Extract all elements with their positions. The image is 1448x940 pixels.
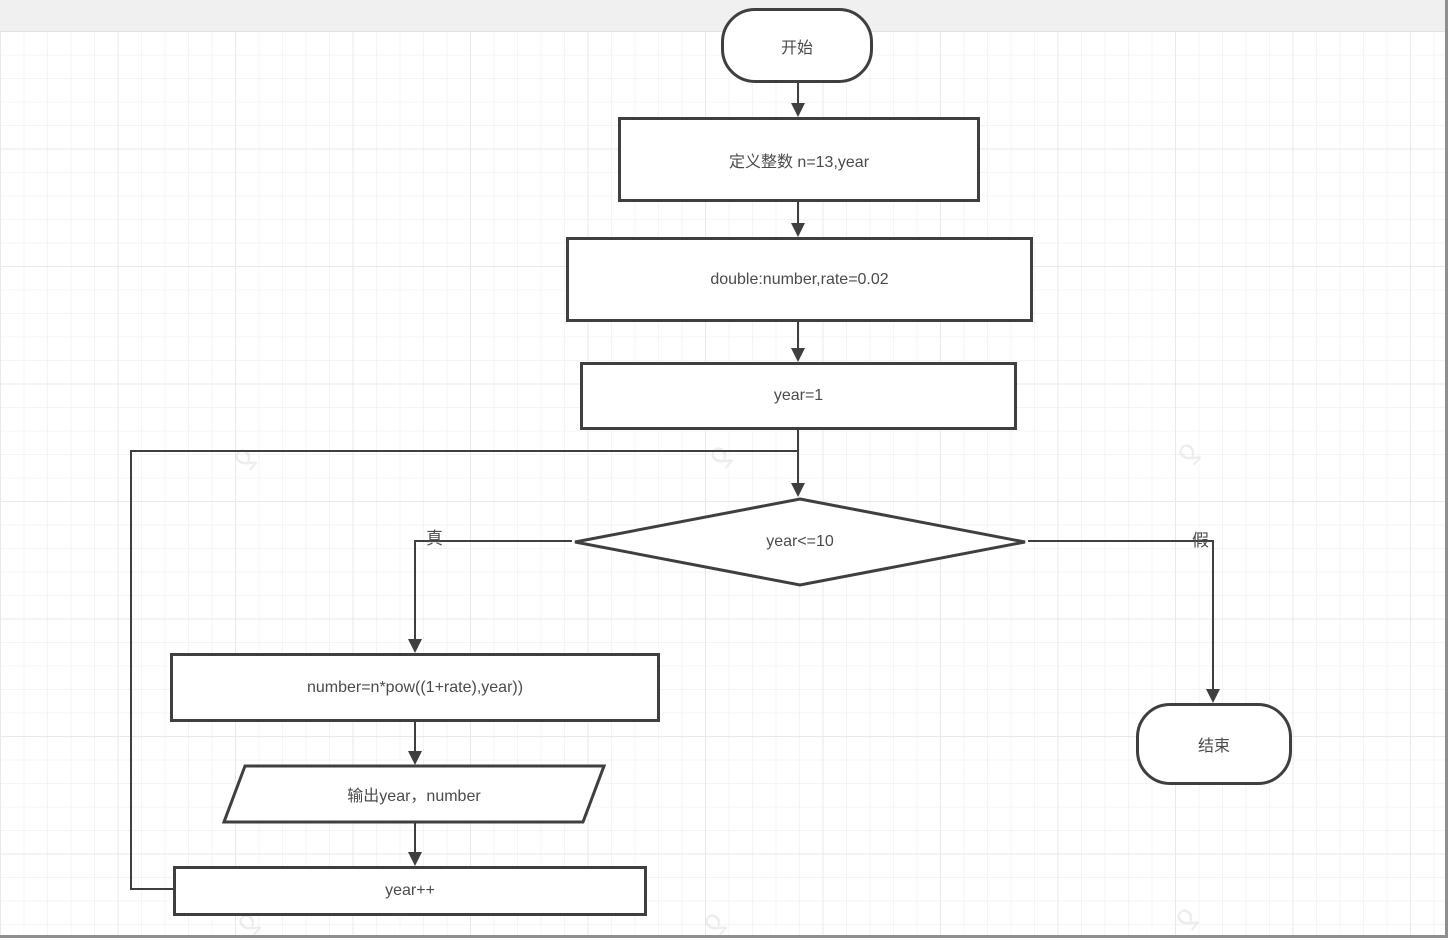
node-decision-label: year<=10 <box>766 533 834 550</box>
edge-double-to-year1 <box>797 322 799 349</box>
arrowhead-icon <box>791 103 805 117</box>
arrowhead-icon <box>408 852 422 866</box>
edge-true-vertical <box>414 540 416 639</box>
node-start[interactable]: 开始 <box>721 8 873 83</box>
edge-define-to-double <box>797 202 799 224</box>
edge-start-to-define <box>797 83 799 104</box>
node-output[interactable]: 输出year，number <box>222 764 606 824</box>
arrowhead-icon <box>791 483 805 497</box>
edge-loop-top <box>130 450 798 452</box>
edge-loop-left <box>130 450 132 890</box>
diamond-shape <box>574 497 1026 587</box>
arrowhead-icon <box>791 223 805 237</box>
edge-year1-to-decision <box>797 430 799 484</box>
arrowhead-icon <box>1206 689 1220 703</box>
arrowhead-icon <box>408 751 422 765</box>
arrowhead-icon <box>408 639 422 653</box>
node-define-int[interactable]: 定义整数 n=13,year <box>618 117 980 202</box>
parallelogram-shape <box>222 764 606 824</box>
edge-false-vertical <box>1212 540 1214 689</box>
edge-loop-bottom <box>130 888 175 890</box>
edge-true-horizontal <box>414 540 572 542</box>
arrowhead-icon <box>791 348 805 362</box>
node-define-double[interactable]: double:number,rate=0.02 <box>566 237 1033 322</box>
edge-label-true: 真 <box>426 529 443 548</box>
vertical-scrollbar[interactable] <box>1445 0 1448 938</box>
node-increment-year[interactable]: year++ <box>173 866 647 916</box>
node-init-year[interactable]: year=1 <box>580 362 1017 430</box>
node-decision[interactable]: year<=10 <box>572 497 1028 587</box>
horizontal-scrollbar[interactable] <box>0 935 1448 938</box>
edge-compute-to-output <box>414 722 416 752</box>
edge-false-horizontal <box>1028 540 1214 542</box>
node-end[interactable]: 结束 <box>1136 703 1292 785</box>
node-output-label: 输出year，number <box>347 788 481 805</box>
edge-output-to-increment <box>414 823 416 853</box>
node-compute-number[interactable]: number=n*pow((1+rate),year)) <box>170 653 660 722</box>
edge-label-false: 假 <box>1192 531 1209 550</box>
